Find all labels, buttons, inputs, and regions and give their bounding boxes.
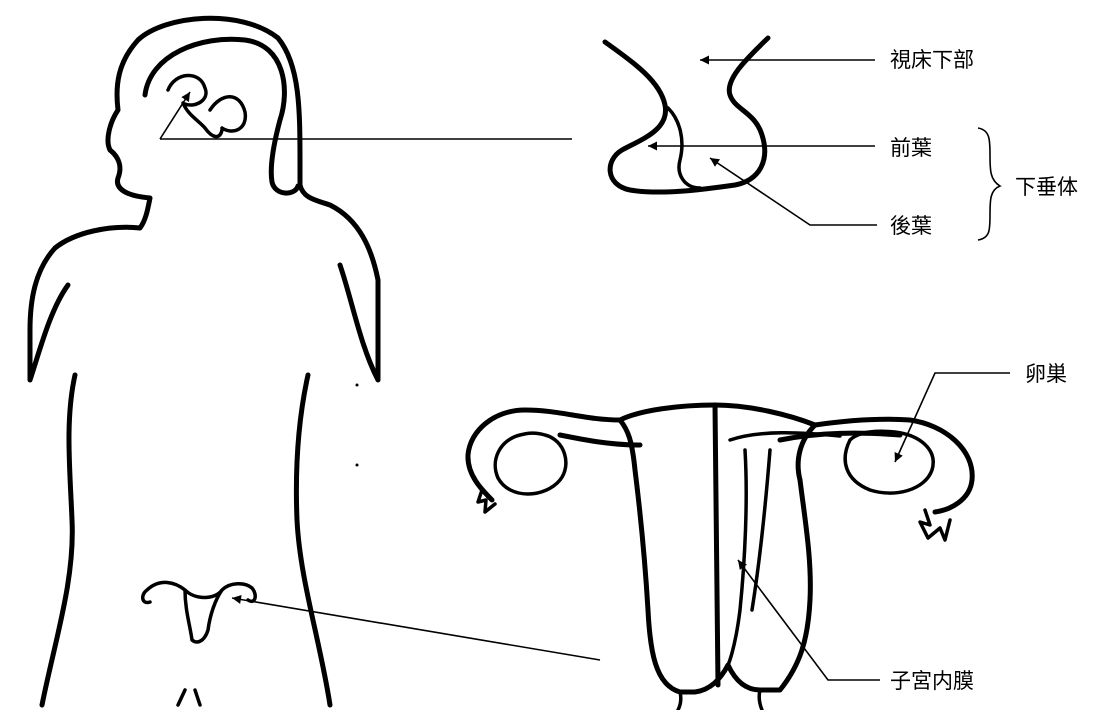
endometrium-lines	[728, 433, 840, 665]
pointers	[160, 60, 1010, 680]
small-uterus	[143, 582, 255, 642]
body-silhouette	[30, 18, 378, 705]
torso-left	[42, 375, 75, 705]
pituitary-shape	[605, 38, 768, 192]
torso-right	[296, 375, 330, 705]
pointer-ovary	[895, 373, 1010, 462]
body-outline	[30, 18, 378, 380]
pointer-brain-arrow	[160, 92, 190, 139]
label-endometrium: 子宮内膜	[890, 669, 974, 693]
label-anterior-lobe: 前葉	[890, 136, 932, 160]
label-posterior-lobe: 後葉	[890, 214, 932, 238]
leg-lines	[178, 690, 200, 705]
pituitary-stalk	[668, 108, 700, 188]
pointer-uterus-to-body	[232, 598, 600, 660]
uterus-detail	[468, 405, 972, 710]
label-pituitary: 下垂体	[1015, 175, 1078, 199]
label-hypothalamus: 視床下部	[890, 48, 974, 72]
brain-outline	[145, 39, 298, 193]
brain-structures	[168, 75, 245, 136]
pituitary-brace	[978, 128, 1000, 240]
uterus-midline	[715, 405, 718, 685]
right-ovary	[845, 431, 933, 493]
labels: 視床下部 前葉 後葉 下垂体 卵巣 子宮内膜	[890, 48, 1078, 693]
left-ovary	[495, 433, 566, 494]
label-ovary: 卵巣	[1025, 362, 1067, 386]
pituitary-detail	[605, 38, 768, 192]
pointer-posterior-lobe	[710, 158, 877, 225]
